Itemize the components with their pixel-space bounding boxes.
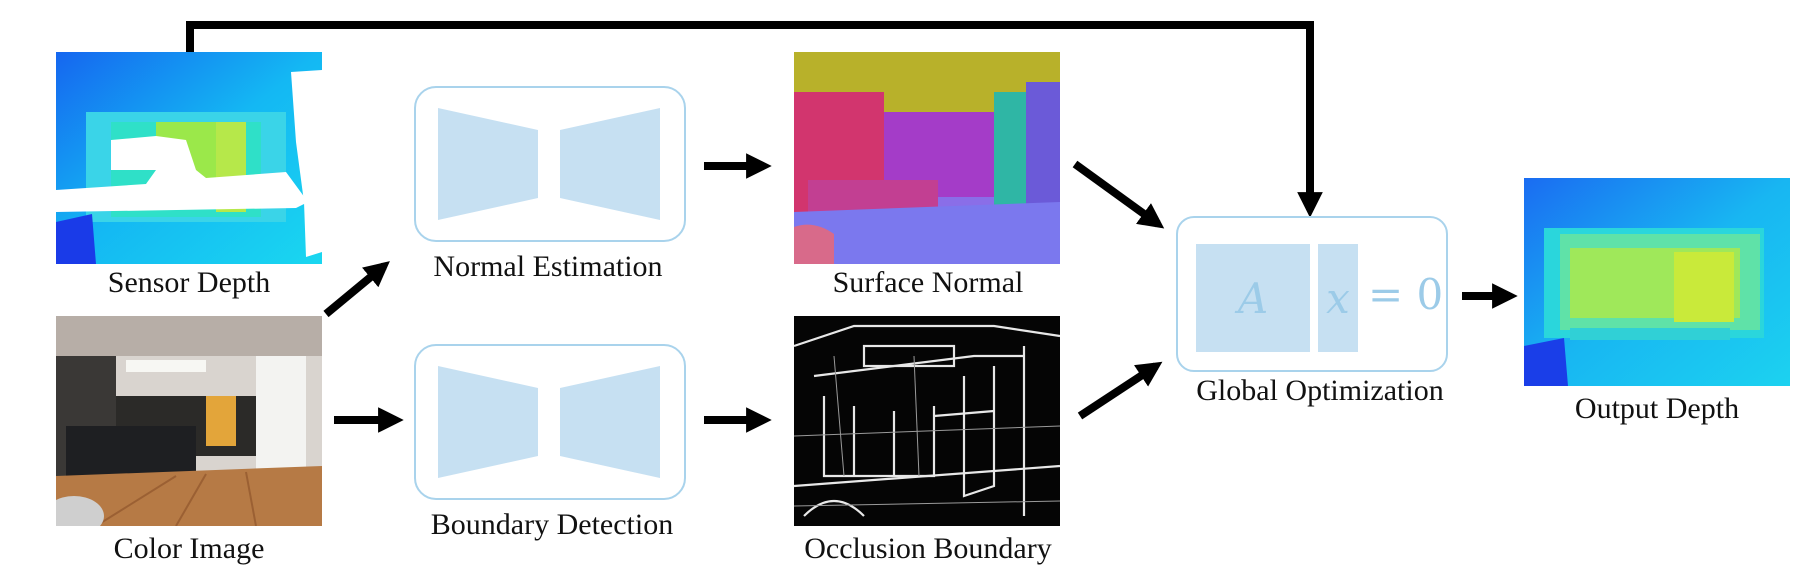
color-image bbox=[56, 316, 322, 526]
global-optimization-label: Global Optimization bbox=[1196, 374, 1444, 407]
encoder-decoder-icon bbox=[438, 108, 660, 220]
boundary-detection-label: Boundary Detection bbox=[430, 508, 674, 541]
matrix-A: A bbox=[1196, 244, 1310, 352]
surface-normal-label: Surface Normal bbox=[832, 266, 1024, 299]
occlusion-boundary-image bbox=[794, 316, 1060, 526]
normal-estimation-network bbox=[414, 86, 686, 242]
output-depth-image bbox=[1524, 178, 1790, 386]
arrow-sensor-to-optimization bbox=[186, 21, 1323, 218]
occlusion-boundary-label: Occlusion Boundary bbox=[804, 532, 1052, 565]
global-optimization-box: A x = 0 bbox=[1176, 216, 1448, 372]
sensor-depth-label: Sensor Depth bbox=[107, 266, 271, 299]
arrow-occlusion-to-optimization bbox=[1077, 361, 1163, 420]
vector-x: x bbox=[1318, 244, 1358, 352]
arrow-surface-to-optimization bbox=[1072, 160, 1165, 229]
color-image-label: Color Image bbox=[113, 532, 265, 565]
encoder-decoder-icon bbox=[438, 366, 660, 478]
boundary-detection-network bbox=[414, 344, 686, 500]
sensor-depth-image bbox=[56, 52, 322, 264]
equation-equals-zero: = 0 bbox=[1368, 270, 1444, 319]
surface-normal-image bbox=[794, 52, 1060, 264]
normal-estimation-label: Normal Estimation bbox=[433, 250, 663, 283]
arrow-color-to-normal-net bbox=[323, 261, 390, 318]
output-depth-label: Output Depth bbox=[1574, 392, 1740, 425]
